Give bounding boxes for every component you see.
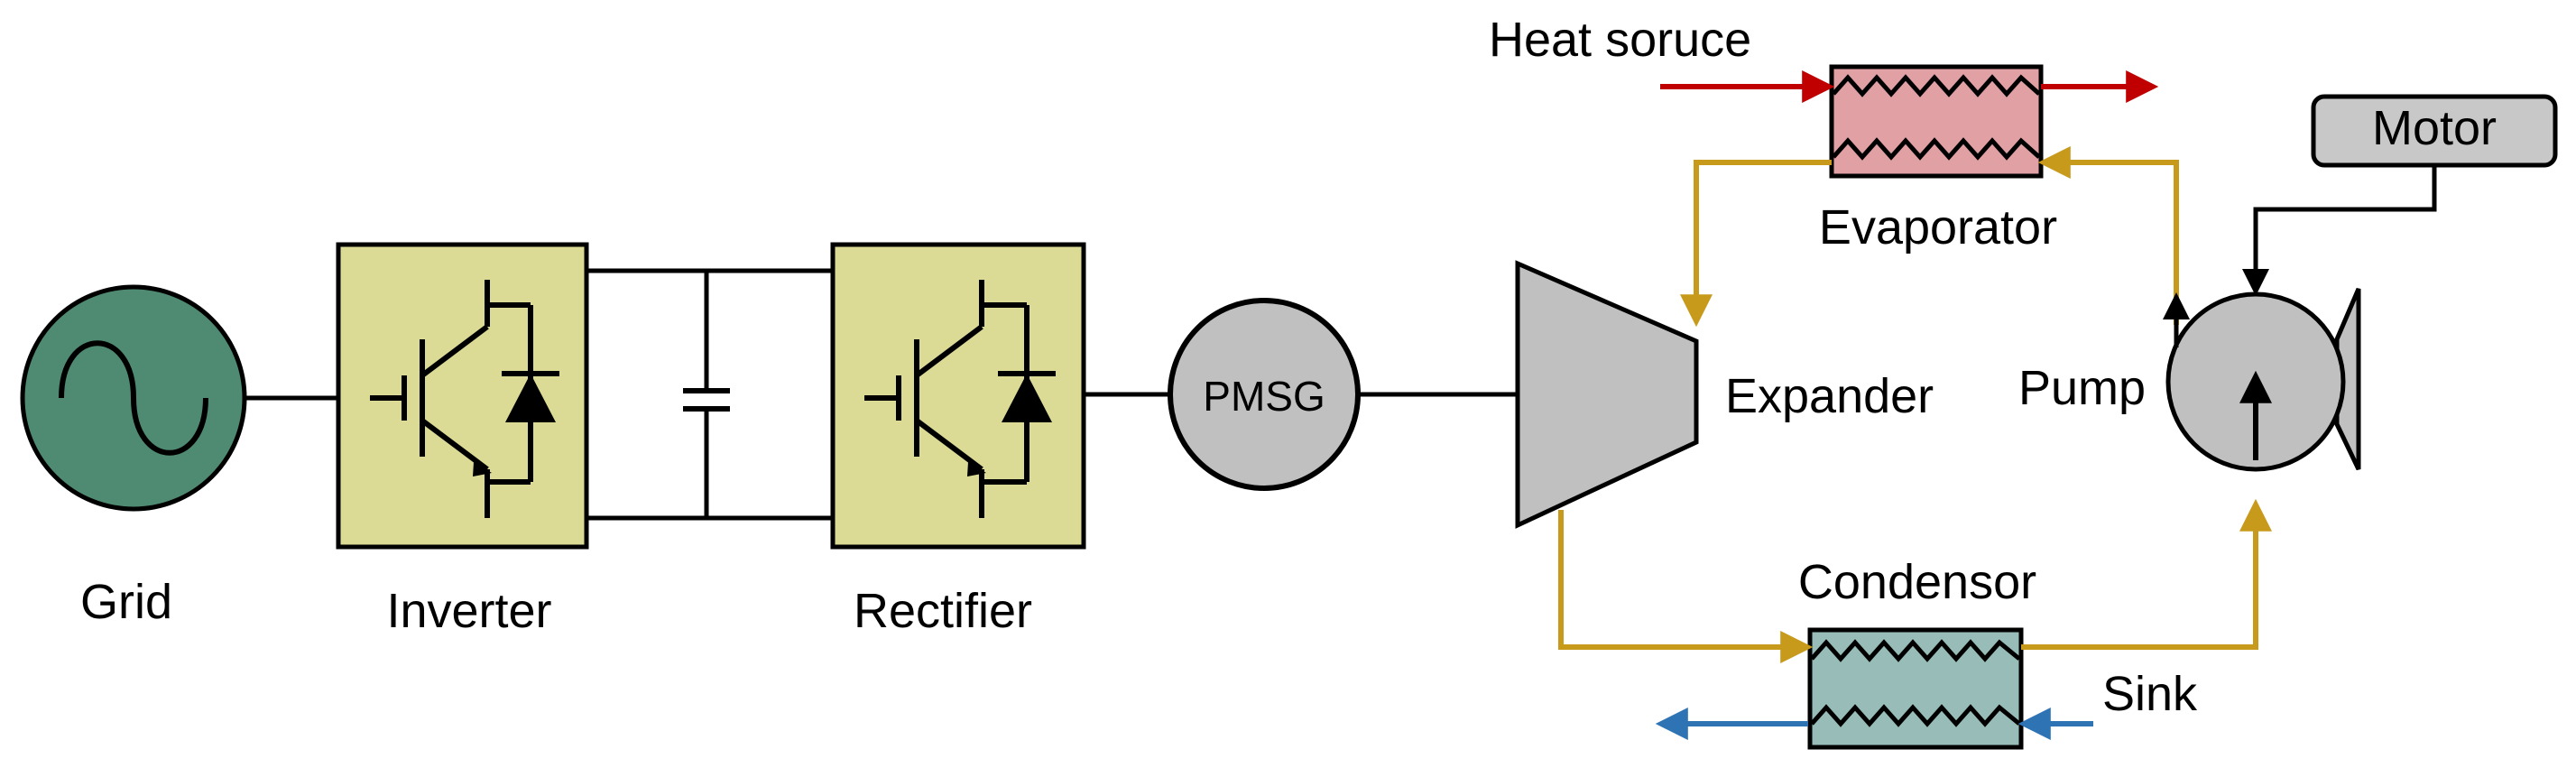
inverter-block	[336, 242, 589, 550]
condensor-block	[1807, 627, 2024, 750]
motor-label: Motor	[2372, 101, 2497, 155]
flow-condensor-to-pump	[2021, 498, 2272, 650]
grid-source	[20, 284, 247, 512]
zigzag-coil-icon	[1832, 74, 2041, 97]
igbt-icon	[864, 280, 1029, 518]
zigzag-coil-icon	[1832, 137, 2041, 161]
diode-icon	[998, 371, 1056, 422]
igbt-icon	[370, 280, 533, 518]
flow-expander-to-condensor	[1558, 510, 1814, 663]
inverter-label: Inverter	[386, 584, 551, 638]
expander-shape	[1515, 260, 1699, 529]
igbt-emitter-arrow	[473, 462, 492, 477]
flow-evaporator-to-expander	[1680, 160, 1832, 328]
condensor-label: Condensor	[1798, 555, 2036, 609]
zigzag-coil-icon	[1810, 704, 2021, 727]
rectifier-block	[830, 242, 1086, 550]
flow-pump-to-evaporator	[2037, 146, 2179, 325]
dc-link	[586, 268, 833, 521]
diode-icon	[502, 371, 559, 422]
capacitor-icon	[683, 388, 730, 412]
grid-label: Grid	[80, 575, 172, 629]
condensor-box	[1807, 627, 2024, 750]
pump-label: Pump	[2018, 361, 2146, 415]
evaporator-block	[1829, 64, 2044, 179]
pmsg-label: PMSG	[1203, 373, 1325, 420]
rectifier-label: Rectifier	[854, 584, 1032, 638]
ac-source-icon	[59, 340, 208, 456]
expander-label: Expander	[1725, 369, 1934, 423]
sink-label: Sink	[2102, 667, 2198, 721]
zigzag-coil-icon	[1810, 639, 2021, 662]
heat-source-label: Heat soruce	[1489, 13, 1751, 67]
motor-drive-arrow	[2242, 165, 2437, 296]
pump-block	[2163, 288, 2361, 472]
evaporator-label: Evaporator	[1819, 200, 2057, 254]
igbt-emitter-arrow	[967, 462, 986, 477]
